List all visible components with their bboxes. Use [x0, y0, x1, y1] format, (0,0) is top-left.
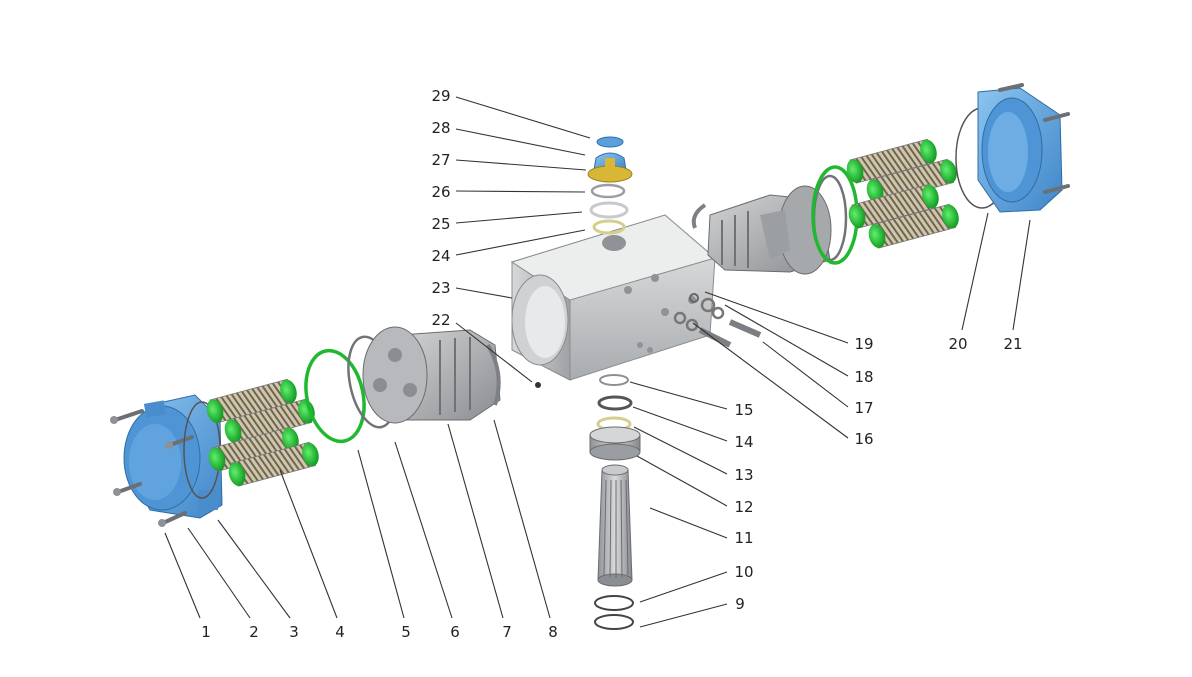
callout-21: 21: [1003, 335, 1022, 353]
callout-17: 17: [854, 399, 873, 417]
leader-24: [455, 229, 586, 256]
leader-8: [493, 419, 551, 619]
leader-12: [636, 455, 728, 507]
indicator-ring-25: [589, 201, 629, 219]
left-end-cap: [123, 394, 223, 519]
callout-4: 4: [335, 623, 345, 641]
leader-1: [164, 532, 201, 619]
leader-9: [639, 603, 728, 628]
leader-28: [455, 128, 586, 156]
callout-7: 7: [502, 623, 512, 641]
leader-27: [455, 159, 587, 171]
callout-11: 11: [734, 529, 753, 547]
leader-20: [961, 212, 989, 331]
left-end-cap-bolt-heads: [110, 416, 173, 527]
leader-18: [724, 304, 849, 377]
indicator-body: [587, 152, 633, 183]
indicator-ring-26: [590, 183, 626, 199]
actuator-housing: [510, 214, 717, 381]
leader-3: [217, 519, 291, 619]
callout-27: 27: [431, 151, 450, 169]
leader-22: [455, 322, 533, 383]
leader-13: [633, 426, 728, 475]
leader-19: [704, 291, 849, 344]
left-spring-cartridges: [206, 378, 319, 487]
shaft-ring-15: [599, 374, 629, 386]
leader-29: [455, 96, 591, 139]
leader-25: [455, 211, 583, 224]
leader-15: [629, 381, 728, 410]
leader-17: [762, 341, 849, 408]
callout-3: 3: [289, 623, 299, 641]
leader-7: [447, 423, 504, 619]
leader-26: [455, 190, 586, 193]
callout-1: 1: [201, 623, 211, 641]
callout-19: 19: [854, 335, 873, 353]
callout-12: 12: [734, 498, 753, 516]
leader-14: [632, 406, 728, 442]
leader-11: [649, 507, 728, 539]
shaft-ring-9: [594, 614, 634, 630]
leader-10: [639, 571, 728, 603]
callout-10: 10: [734, 563, 753, 581]
callout-9: 9: [735, 595, 745, 613]
callout-14: 14: [734, 433, 753, 451]
callout-25: 25: [431, 215, 450, 233]
right-end-cap: [977, 87, 1063, 213]
callout-2: 2: [249, 623, 259, 641]
leader-16: [692, 322, 849, 439]
callout-13: 13: [734, 466, 753, 484]
callout-18: 18: [854, 368, 873, 386]
callout-28: 28: [431, 119, 450, 137]
left-piston: [362, 326, 501, 424]
right-guide-band: [691, 203, 707, 229]
drive-shaft: [597, 464, 633, 587]
leader-lines: [164, 96, 1031, 628]
callout-labels: 1 2 3 4 5 6 7 8 9 10 11 12 13 14 15 16 1…: [201, 87, 1022, 641]
callout-26: 26: [431, 183, 450, 201]
leader-23: [455, 287, 513, 299]
right-spring-cartridges: [846, 138, 959, 249]
right-piston: [707, 185, 832, 275]
callout-5: 5: [401, 623, 411, 641]
callout-16: 16: [854, 430, 873, 448]
shaft-ring-10: [594, 595, 634, 611]
callout-15: 15: [734, 401, 753, 419]
leader-4: [279, 469, 338, 619]
right-end-cap-bolts: [998, 83, 1070, 194]
indicator-ring-24: [592, 219, 626, 235]
callout-6: 6: [450, 623, 460, 641]
callout-23: 23: [431, 279, 450, 297]
indicator-cap: [596, 136, 624, 148]
callout-20: 20: [948, 335, 967, 353]
shaft-bushing: [589, 426, 641, 461]
leader-6: [394, 441, 453, 619]
left-piston-o-ring: [304, 348, 366, 444]
callout-24: 24: [431, 247, 450, 265]
left-end-cap-bolts: [113, 409, 194, 525]
shaft-ring-14: [597, 395, 633, 411]
leader-21: [1012, 219, 1031, 331]
steel-ball: [535, 382, 541, 388]
callout-22: 22: [431, 311, 450, 329]
callout-29: 29: [431, 87, 450, 105]
leader-5: [357, 449, 405, 619]
callout-8: 8: [548, 623, 558, 641]
leader-2: [187, 527, 251, 619]
